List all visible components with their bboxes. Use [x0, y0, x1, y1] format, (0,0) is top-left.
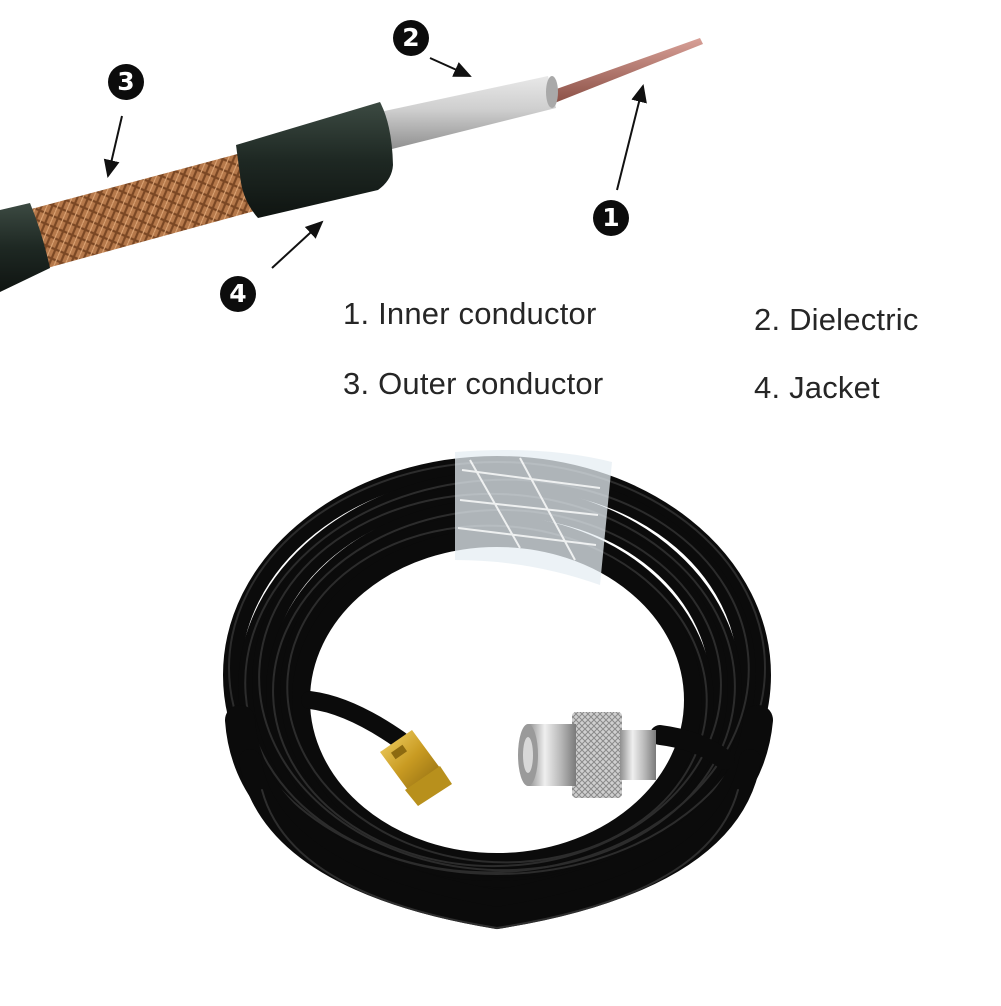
arrow-4 [271, 220, 324, 269]
arrow-2 [429, 57, 472, 77]
callout-badge-1: 1 [593, 200, 629, 236]
arrow-3 [103, 115, 123, 178]
arrow-1 [616, 84, 647, 191]
sma-connector [380, 730, 452, 806]
coiled-cable [223, 456, 773, 930]
legend-jacket: 4. Jacket [754, 370, 880, 405]
tape-wrap [455, 449, 612, 585]
inner-conductor [548, 38, 703, 104]
outer-conductor-braid [20, 152, 258, 270]
legend-dielectric: 2. Dielectric [754, 302, 919, 337]
n-type-connector [518, 712, 656, 798]
jacket-left [0, 203, 50, 292]
legend-outer-conductor: 3. Outer conductor [343, 366, 604, 401]
cable-cutaway [0, 38, 703, 292]
callout-badge-2: 2 [393, 20, 429, 56]
dielectric [380, 76, 556, 150]
legend-inner-conductor: 1. Inner conductor [343, 296, 597, 331]
jacket-middle [236, 102, 393, 218]
callout-badge-3: 3 [108, 64, 144, 100]
callout-arrows [103, 57, 647, 269]
callout-badge-4: 4 [220, 276, 256, 312]
